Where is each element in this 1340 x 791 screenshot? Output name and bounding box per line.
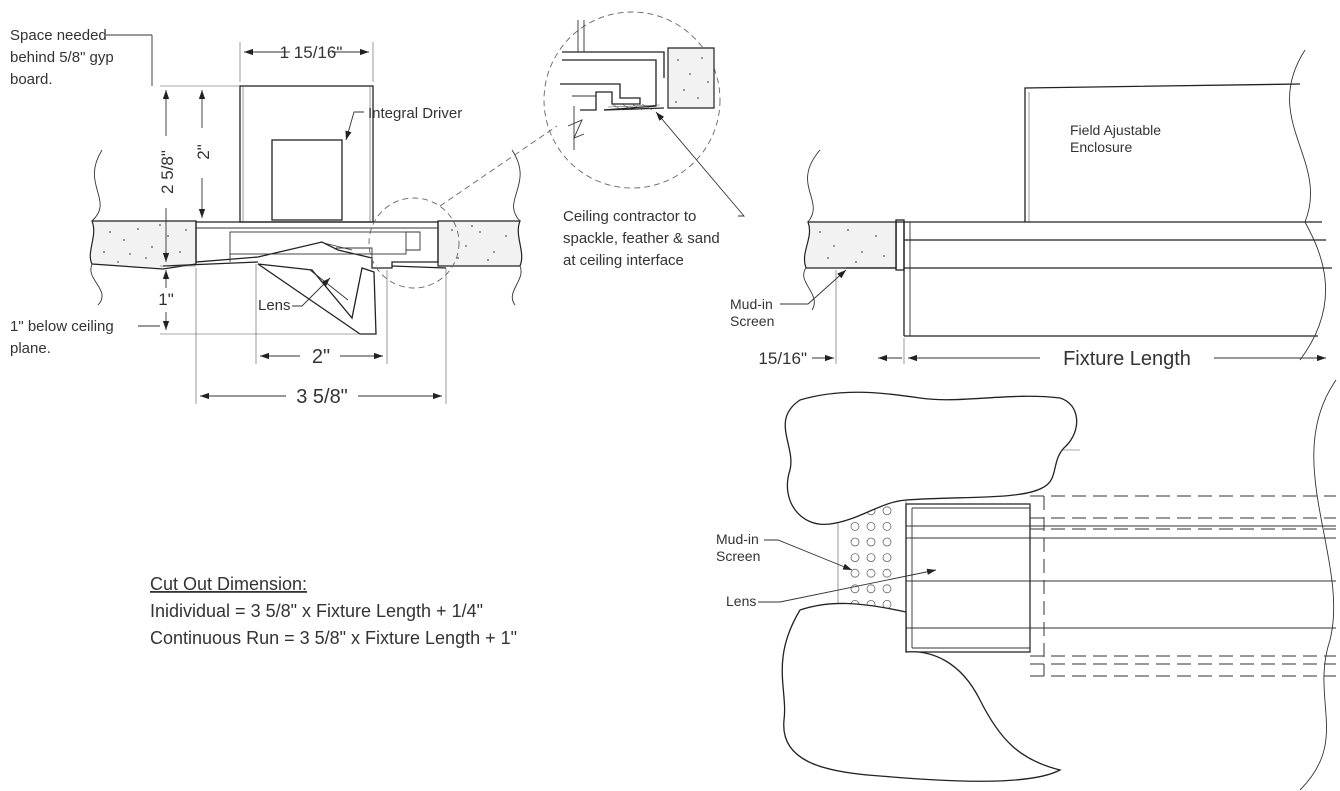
break-line-right (511, 149, 522, 306)
side-fixture-body (896, 221, 1332, 337)
gyp-speckle (103, 224, 507, 263)
overall-height-dim: 2 5/8" (158, 150, 177, 194)
detail-view (543, 11, 721, 189)
enclosure-label: Field Ajustable Enclosure (1070, 122, 1165, 155)
space-needed-note: Space needed behind 5/8" gyp board. (10, 27, 118, 88)
lens-width-dim: 2" (312, 346, 330, 368)
below-ceiling-dim: 1" (158, 290, 174, 309)
fixture-length-label: Fixture Length (1063, 348, 1191, 370)
perforation-hole (866, 553, 876, 562)
top-width-dim: 1 15/16" (280, 43, 343, 62)
gyp-board-left (89, 220, 197, 270)
cut-out-individual: Inidividual = 3 5/8" x Fixture Length + … (150, 601, 483, 621)
perforation-hole (850, 568, 860, 578)
flange-dim: 15/16" (758, 349, 807, 368)
ceiling-contractor-note: Ceiling contractor to spackle, feather &… (563, 208, 724, 269)
section-lens-label: Lens (258, 297, 291, 314)
cut-out-heading: Cut Out Dimension: (150, 574, 307, 594)
ceiling-breakout-top (784, 391, 1078, 525)
detail-callout-circle (368, 197, 460, 289)
bottom-view: Mud-in Screen Lens (716, 379, 1337, 791)
perforation-hole (866, 522, 876, 531)
driver-housing (239, 85, 374, 223)
integral-driver (271, 139, 343, 221)
perforation-hole (882, 522, 892, 531)
mud-in-flange (162, 261, 447, 269)
section-view: 1 15/16" 2 5/8" 2" 1" 2" 3 5/8" Space ne… (10, 27, 558, 408)
perforation-hole (850, 537, 860, 547)
bottom-mud-in-label: Mud-in Screen (716, 531, 763, 564)
integral-driver-label: Integral Driver (368, 105, 462, 122)
ceiling-breakout-bottom (781, 602, 1062, 782)
bottom-lens-label: Lens (726, 593, 756, 609)
perforation-hole (850, 553, 860, 562)
side-mud-in-label: Mud-in Screen (730, 296, 777, 329)
perforation-hole (866, 537, 876, 547)
detail-circle (543, 11, 721, 189)
perforation-hole (882, 584, 892, 594)
lens (257, 263, 377, 335)
perforation-hole (882, 537, 892, 547)
overall-width-dim: 3 5/8" (296, 386, 348, 408)
cut-out-notes: Cut Out Dimension: Inidividual = 3 5/8" … (150, 574, 517, 648)
perforation-hole (882, 568, 892, 578)
perforation-hole (850, 522, 860, 531)
perforation-hole (866, 584, 876, 594)
fixture-housing (195, 221, 439, 269)
break-line-left (90, 149, 103, 306)
field-adjustable-enclosure (1024, 83, 1301, 222)
side-view: 15/16" Fixture Length Field Ajustable En… (730, 49, 1332, 370)
perforation-hole (866, 568, 876, 578)
perforation-hole (882, 553, 892, 562)
below-ceiling-note: 1" below ceiling plane. (10, 318, 118, 357)
body-height-dim: 2" (194, 144, 213, 160)
cut-out-continuous: Continuous Run = 3 5/8" x Fixture Length… (150, 628, 517, 648)
side-gyp-board (804, 221, 897, 269)
perforation-hole (882, 506, 892, 516)
gyp-board-right (437, 220, 523, 267)
